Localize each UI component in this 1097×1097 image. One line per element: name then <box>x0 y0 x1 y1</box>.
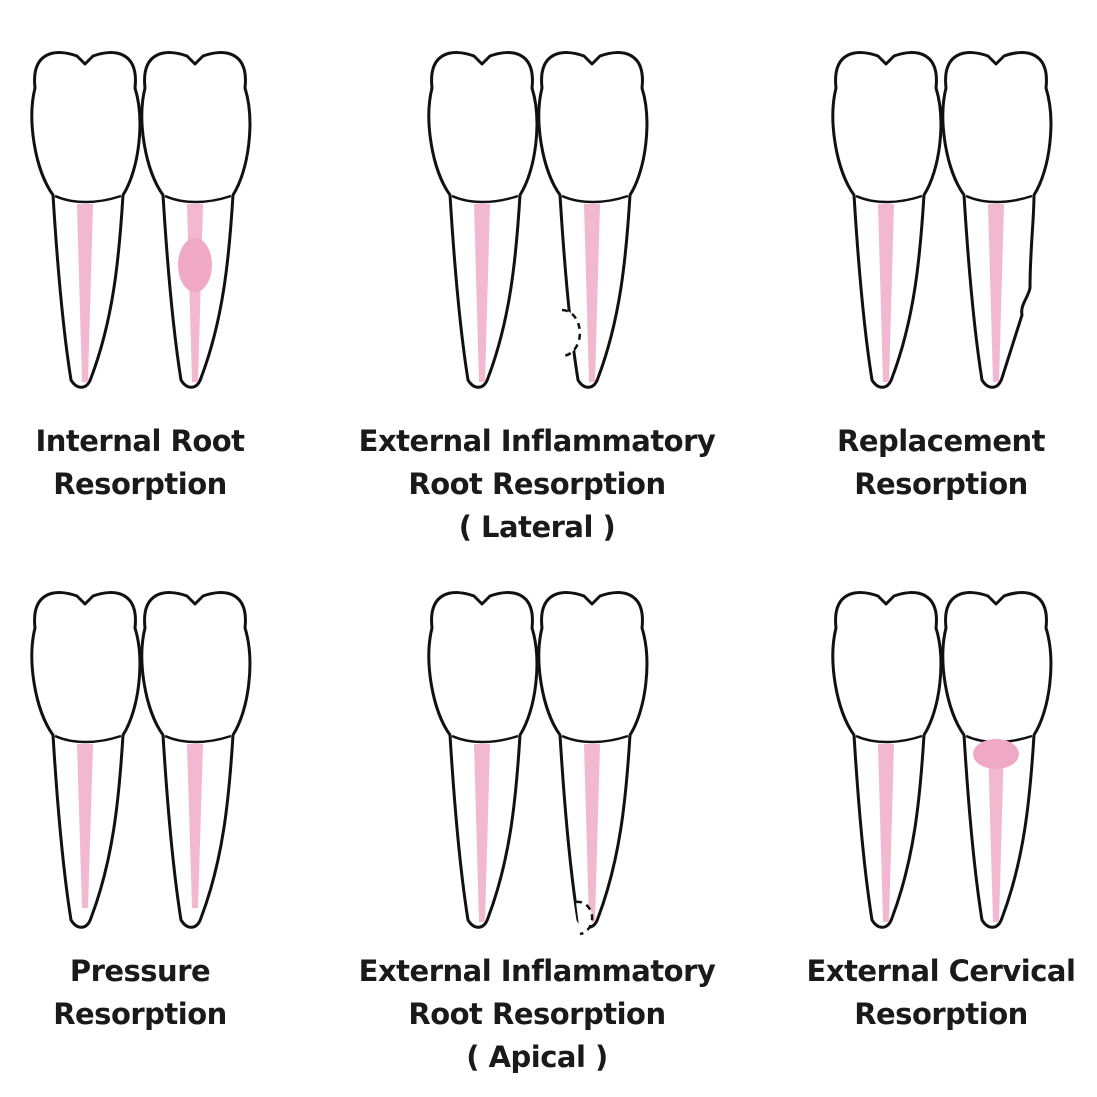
cemento-enamel-junction <box>451 194 519 204</box>
cervical-resorption-lesion <box>973 739 1019 769</box>
cemento-enamel-junction <box>561 194 629 204</box>
panel-external-inflammatory-lateral <box>427 51 649 389</box>
pulp-canal <box>878 744 894 922</box>
pulp-canal <box>988 744 1004 922</box>
pulp-canal <box>878 204 894 382</box>
lateral-resorption-defect <box>561 308 582 358</box>
cemento-enamel-junction <box>855 194 923 204</box>
cemento-enamel-junction <box>451 734 519 744</box>
cemento-enamel-junction <box>164 194 232 204</box>
panel-external-cervical-resorption <box>831 591 1053 929</box>
panel-replacement-resorption <box>831 51 1053 389</box>
pulp-canal <box>187 744 203 908</box>
panel-internal-root-resorption <box>30 51 252 389</box>
pulp-canal <box>474 204 490 382</box>
pulp-canal <box>77 744 93 908</box>
pulp-canal <box>77 204 93 382</box>
panel-pressure-resorption <box>30 591 252 929</box>
panel-external-inflammatory-apical <box>427 591 649 936</box>
pulp-canal <box>988 204 1004 382</box>
pulp-canal <box>584 744 600 922</box>
cemento-enamel-junction <box>54 194 122 204</box>
cemento-enamel-junction <box>965 194 1033 204</box>
pulp-canal <box>584 204 600 382</box>
cemento-enamel-junction <box>164 734 232 744</box>
apical-resorption-defect <box>575 900 594 936</box>
internal-resorption-lesion <box>178 238 212 292</box>
cemento-enamel-junction <box>855 734 923 744</box>
cemento-enamel-junction <box>561 734 629 744</box>
pulp-canal <box>474 744 490 922</box>
cemento-enamel-junction <box>54 734 122 744</box>
